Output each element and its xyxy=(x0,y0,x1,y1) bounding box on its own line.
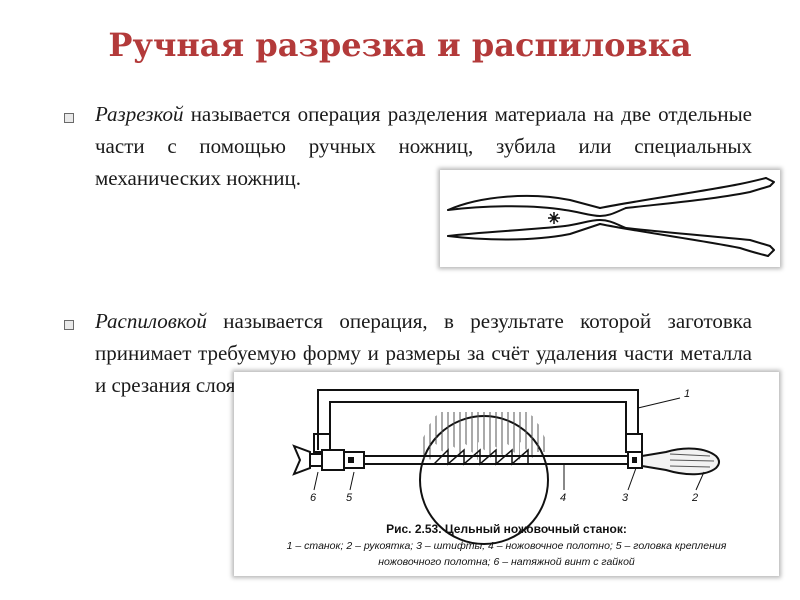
bullet-icon xyxy=(64,320,74,330)
label-3: 3 xyxy=(622,492,629,504)
paragraph-sawing: Распиловкой называется операция, в резул… xyxy=(95,305,752,401)
bullet-icon xyxy=(64,113,74,123)
label-5: 5 xyxy=(346,492,353,504)
label-6: 6 xyxy=(310,492,317,504)
slide-title: Ручная разрезка и распиловка xyxy=(108,26,692,64)
paragraph-cutting: Разрезкой называется операция разделения… xyxy=(95,98,752,194)
figure-caption-title: Рис. 2.53. Цельный ножовочный станок: xyxy=(386,522,627,536)
label-1: 1 xyxy=(684,388,691,400)
paragraph-sawing-text: называется операция, в результате которо… xyxy=(95,309,752,397)
hacksaw-drawing xyxy=(292,389,720,545)
scissors-image xyxy=(440,170,780,267)
figure-caption-line: 1 – станок; 2 – рукоятка; 3 – штифты; 4 … xyxy=(286,540,727,552)
term-cutting: Разрезкой xyxy=(95,102,184,126)
scissors-drawing xyxy=(447,177,775,257)
label-4: 4 xyxy=(560,492,567,504)
label-2: 2 xyxy=(692,492,699,504)
term-sawing: Распиловкой xyxy=(95,309,207,333)
paragraph-cutting-text: называется операция разделения материала… xyxy=(95,102,752,190)
hacksaw-figure: 1 2 3 4 5 6 Рис. 2.53. Цельный ножовочны… xyxy=(234,372,779,576)
figure-caption-line: ножовочного полотна; 6 – натяжной винт с… xyxy=(378,556,635,568)
